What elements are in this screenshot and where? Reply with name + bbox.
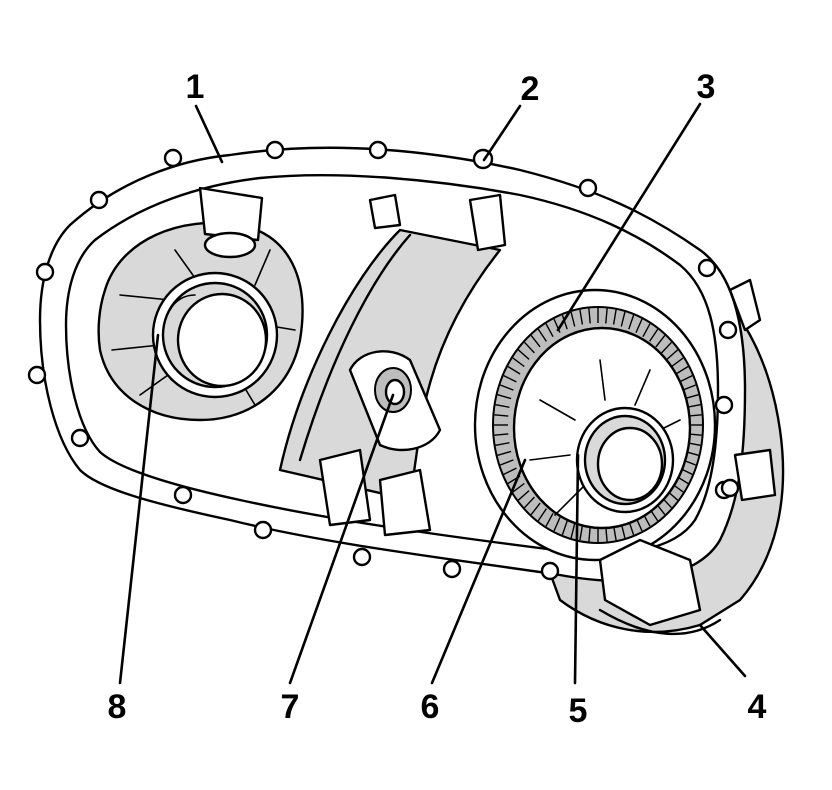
gear-tooth [561,520,568,536]
left-bearing-bore [151,271,279,399]
gear-tooth [517,490,530,501]
leader-line-6 [430,458,527,685]
bolt-hole [89,190,109,210]
gear-tooth [523,496,535,509]
leader-line-4 [698,623,747,678]
gear-tooth [523,341,535,354]
callout-5: 5 [569,692,588,730]
gear-tooth [620,311,626,327]
bolt-hole [265,140,285,160]
bolt-hole [35,262,55,282]
leader-line-5 [573,453,580,685]
gear-tooth [497,450,512,456]
gear-tooth [561,314,568,330]
callout-7: 7 [281,688,300,726]
gear-tooth [666,349,679,360]
gear-tooth [495,442,510,446]
callout-8: 8 [108,688,127,726]
gear-tooth [503,374,517,383]
callout-labels: 1 2 3 4 5 6 7 8 [108,68,767,730]
gear-tooth [628,314,635,330]
gear-tooth [545,323,554,338]
gear-tooth [605,308,608,324]
bolt-hole [70,428,90,448]
bolt-hole [253,520,273,540]
gear-tooth [679,374,693,383]
gear-tooth [675,365,689,375]
gear-tooth [671,357,684,368]
callout-3: 3 [697,68,716,106]
gear-tooth [517,349,530,360]
bolt-hole [173,485,193,505]
callout-6: 6 [421,688,440,726]
gear-tooth [537,328,547,342]
gear-tooth [512,482,525,493]
leader-line-1 [194,104,224,164]
bolt-hole [578,178,598,198]
gear-tooth [612,309,617,325]
leader-line-7 [288,393,395,685]
leader-line-8 [118,333,160,685]
gear-tooth [530,334,541,348]
gear-tooth [642,323,651,338]
gear-tooth [682,384,696,391]
gear-tooth [588,526,591,542]
bolt-hole [714,395,734,415]
gear-tooth [649,328,659,342]
gear-tooth [588,308,591,324]
callout-4: 4 [748,688,767,726]
output-bearing-bore [575,406,675,514]
gear-tooth [530,502,541,516]
rear-housing-details [598,278,777,627]
bolt-hole [442,559,462,579]
gear-tooth [579,309,584,325]
gear-tooth [579,525,584,541]
gear-tooth [495,404,510,408]
gear-tooth [570,523,576,539]
gear-tooth [494,414,509,417]
central-web [278,193,507,537]
bolt-hole [27,365,47,385]
gear-tooth [661,341,673,354]
bolt-hole [368,140,388,160]
gear-tooth [570,311,576,327]
gear-tooth [497,394,512,400]
leader-line-2 [482,104,522,162]
gear-tooth [494,433,509,436]
bolt-hole [697,258,717,278]
callout-1: 1 [186,68,205,106]
leader-line-3 [556,102,702,332]
gear-tooth [553,517,561,532]
gear-tooth [500,459,514,466]
gear-tooth [635,318,643,333]
gear-tooth [545,512,554,527]
bolt-hole [540,561,560,581]
gear-tooth [503,467,517,476]
gear-tooth [500,384,514,391]
gear-tooth [537,508,547,522]
gear-tooth [512,357,525,368]
leader-lines [118,102,747,685]
gear-tooth [655,334,666,348]
gear-tooth [507,365,521,375]
bolt-hole [163,148,183,168]
bolt-hole [352,547,372,567]
callout-2: 2 [521,70,540,108]
bolt-hole [718,320,738,340]
